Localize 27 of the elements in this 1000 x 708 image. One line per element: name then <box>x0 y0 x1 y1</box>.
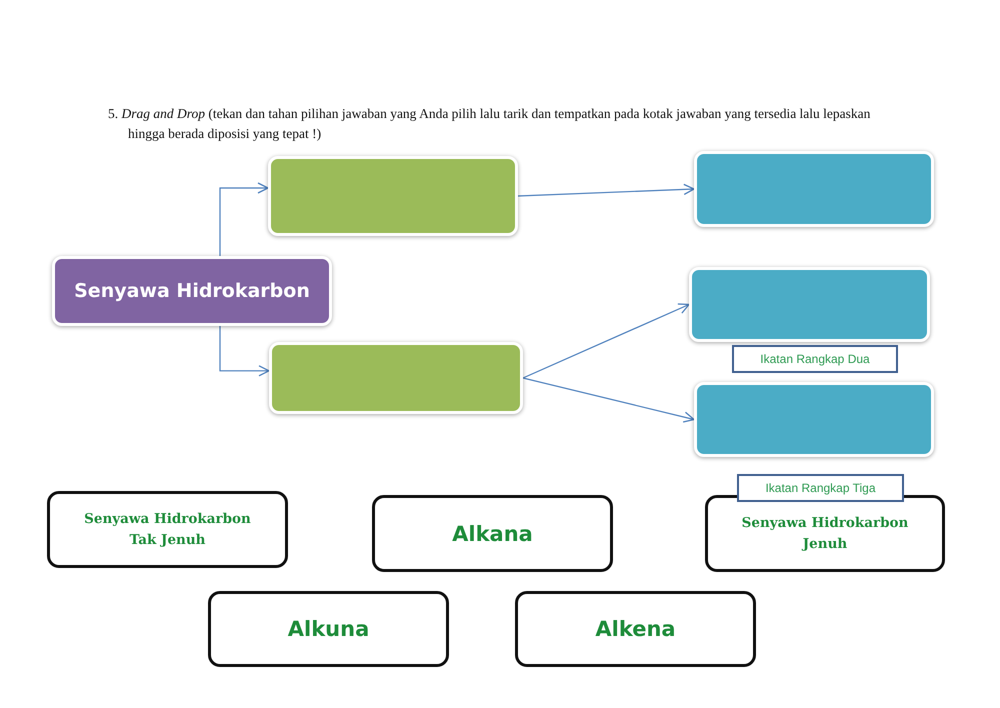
arrow <box>522 377 695 423</box>
node-label: Alkuna <box>288 617 370 641</box>
node-label: Ikatan Rangkap Dua <box>760 352 870 366</box>
answer-card <box>515 591 756 667</box>
answer-card <box>47 491 288 568</box>
node-label: Ikatan Rangkap Tiga <box>765 481 876 495</box>
arrow <box>518 184 695 197</box>
hint-tag <box>737 474 904 502</box>
answer-slot <box>268 156 518 236</box>
hint-tag <box>732 345 898 373</box>
arrow <box>522 303 690 379</box>
instruction-text: 5. Drag and Drop (tekan dan tahan pilihan jawaban yang Anda pilih lalu tarik dan tempatkan pada kotak jawaban yang tersedia lalu lepaskan hingga berada diposisi yang tepat !) <box>108 105 872 143</box>
arrow <box>219 182 269 256</box>
answer-slot <box>694 382 934 457</box>
topic-box <box>52 256 332 326</box>
answer-slot <box>694 151 934 227</box>
answer-slot <box>269 342 523 414</box>
answer-slot <box>689 267 930 342</box>
answer-card <box>705 495 945 572</box>
arrow <box>219 326 270 376</box>
answer-card <box>372 495 613 572</box>
node-label: Alkana <box>452 522 533 546</box>
node-label: Senyawa Hidrokarbon Tak Jenuh <box>83 510 252 550</box>
node-label: Senyawa Hidrokarbon <box>74 280 310 302</box>
answer-card <box>208 591 449 667</box>
node-label: Senyawa Hidrokarbon Jenuh <box>740 514 910 554</box>
node-label: Alkena <box>595 617 676 641</box>
